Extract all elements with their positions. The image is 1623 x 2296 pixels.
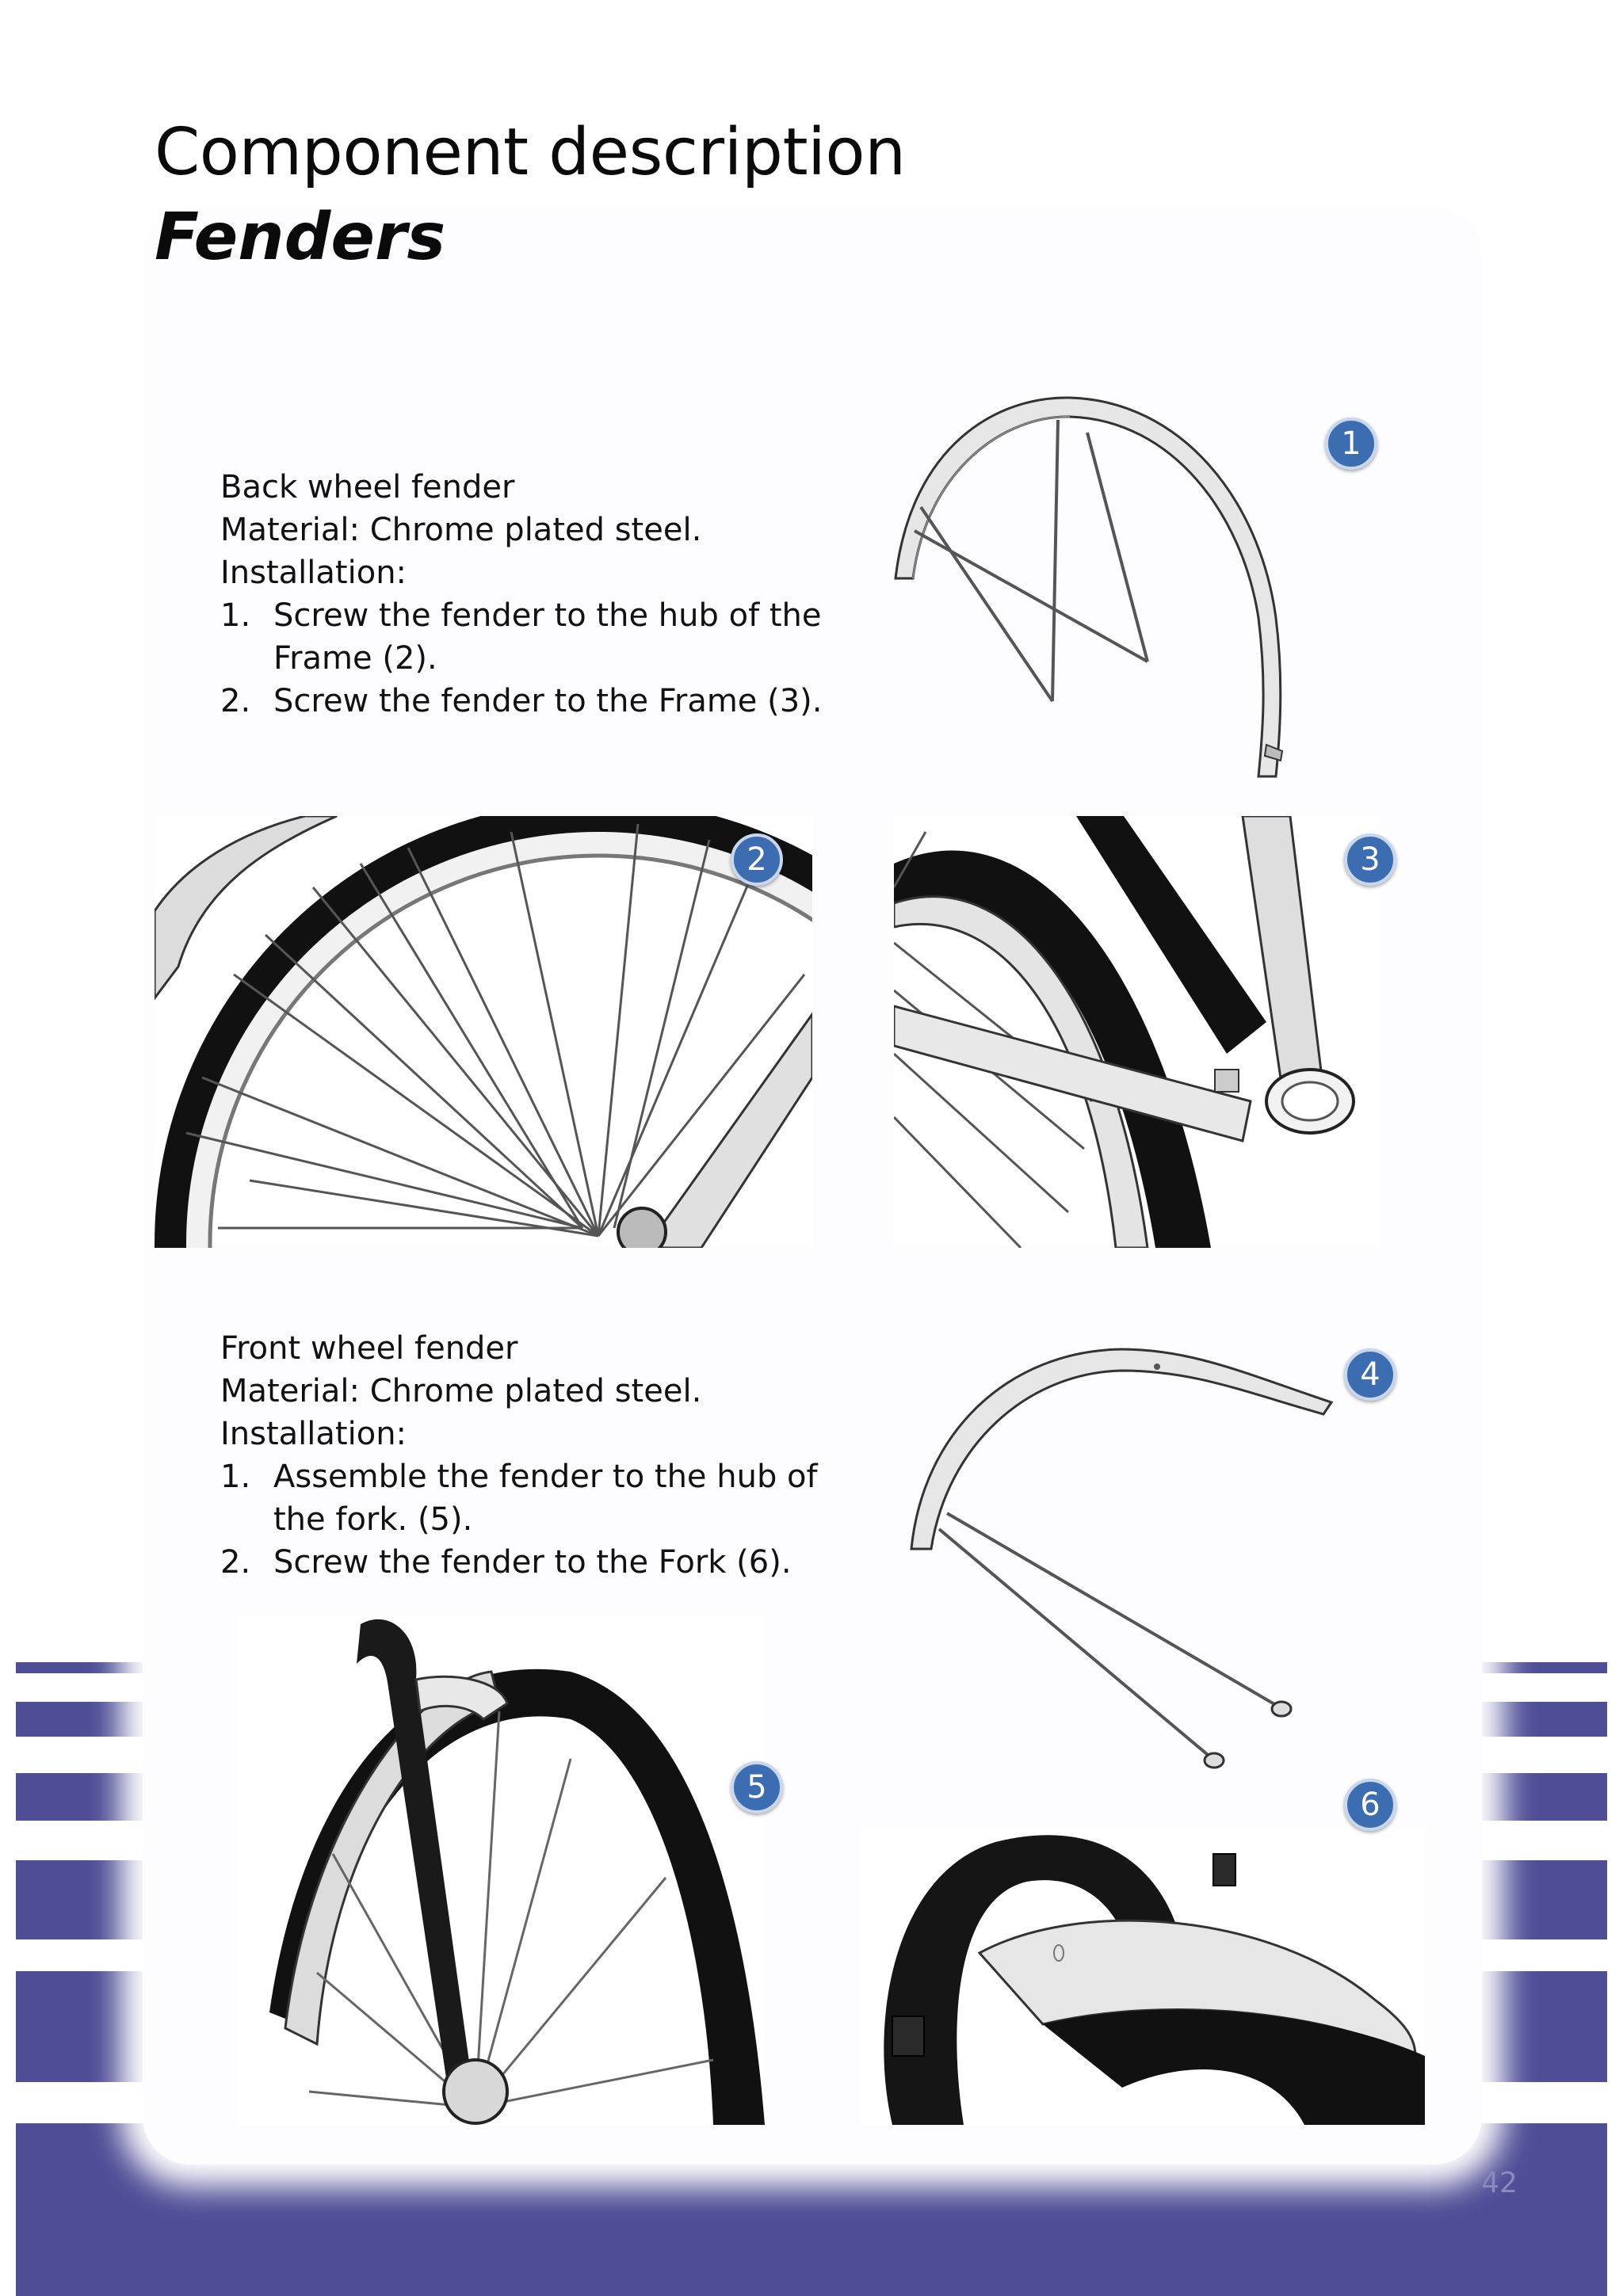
list-item: 2. Screw the fender to the Fork (6). [220,1541,823,1584]
back-fender-description: Back wheel fender Material: Chrome plate… [220,466,823,723]
list-item: 1. Assemble the fender to the hub of the… [220,1455,823,1541]
front-fender-description: Front wheel fender Material: Chrome plat… [220,1327,823,1584]
back-fender-part-image [880,380,1371,792]
callout-badge-1: 1 [1325,418,1377,470]
callout-badge-3: 3 [1344,833,1396,886]
left-stripe-1 [16,1662,158,1673]
left-stripe-3 [16,1773,158,1821]
back-wheel-hub-image [155,816,812,1248]
page-title: Component description [155,115,906,190]
page-subtitle: Fenders [155,200,446,275]
back-fender-heading: Back wheel fender [220,469,515,505]
front-fender-heading: Front wheel fender [220,1330,518,1367]
front-wheel-fork-image [238,1616,765,2125]
left-stripe-5 [16,1971,158,2082]
step-line: Screw the fender to the Frame (3). [273,683,823,719]
back-fender-steps: 1. Screw the fender to the hub of the Fr… [220,594,823,723]
right-stripe-2 [1465,1702,1607,1737]
right-stripe-1 [1465,1662,1607,1673]
list-item: 1. Screw the fender to the hub of the Fr… [220,594,823,680]
front-fender-steps: 1. Assemble the fender to the hub of the… [220,1455,823,1584]
list-item: 2. Screw the fender to the Frame (3). [220,680,823,723]
step-number: 1. [220,597,251,634]
right-stripe-4 [1465,1860,1607,1939]
callout-badge-4: 4 [1344,1348,1396,1401]
step-number: 2. [220,1544,251,1581]
step-line: Screw the fender to the Fork (6). [273,1544,792,1581]
page-number: 42 [1481,2167,1518,2199]
step-line: Frame (2). [273,640,437,677]
step-text: Screw the fender to the hub of the Frame… [273,594,822,680]
step-number: 2. [220,683,251,719]
front-fender-installation-label: Installation: [220,1416,407,1452]
back-fender-installation-label: Installation: [220,555,407,591]
right-stripe-5 [1465,1971,1607,2082]
step-number: 1. [220,1459,251,1495]
front-fender-part-image [899,1335,1343,1779]
step-line: Screw the fender to the hub of the [273,597,822,634]
left-stripe-4 [16,1860,158,1939]
step-line: the fork. (5). [273,1501,473,1538]
callout-badge-6: 6 [1344,1779,1396,1831]
left-stripe-2 [16,1702,158,1737]
back-fender-material: Material: Chrome plated steel. [220,512,702,548]
callout-badge-5: 5 [731,1761,783,1814]
back-fender-frame-image [894,816,1379,1248]
step-text: Assemble the fender to the hub of the fo… [273,1455,818,1541]
right-stripe-3 [1465,1773,1607,1821]
step-line: Assemble the fender to the hub of [273,1459,818,1495]
front-fender-material: Material: Chrome plated steel. [220,1373,702,1409]
front-fork-closeup-image [861,1826,1425,2125]
callout-badge-2: 2 [731,833,783,886]
